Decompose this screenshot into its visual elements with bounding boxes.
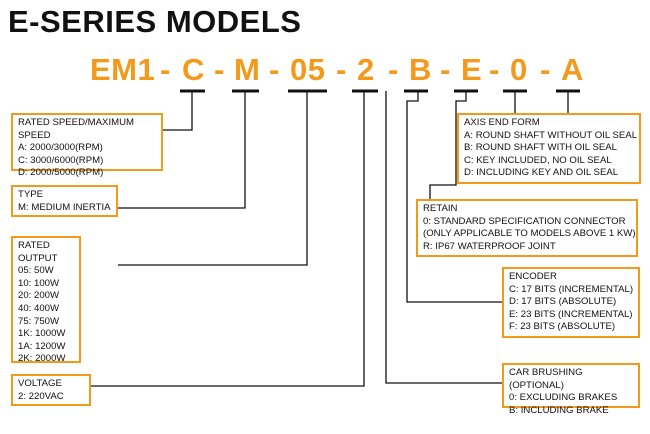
encoder-box: ENCODER C: 17 BITS (INCREMENTAL) D: 17 B… <box>502 267 640 338</box>
encoder-option: D: 17 BITS (ABSOLUTE) <box>509 296 617 308</box>
rated-speed-box: RATED SPEED/MAXIMUM SPEED A: 2000/3000(R… <box>11 113 163 178</box>
axis-end-form-option: A: ROUND SHAFT WITHOUT OIL SEAL <box>464 129 638 141</box>
encoder-title: ENCODER <box>509 271 557 282</box>
type-box: TYPE M: MEDIUM INERTIA <box>11 185 118 217</box>
axis-end-form-title: AXIS END FORM <box>464 117 540 128</box>
rated-output-option: 75: 750W <box>18 315 60 327</box>
axis-end-form-box: AXIS END FORM A: ROUND SHAFT WITHOUT OIL… <box>457 113 641 184</box>
code-segment-speed: C <box>182 52 205 87</box>
rated-speed-option: D: 2000/5000(RPM) <box>18 167 104 179</box>
rated-speed-option: C: 3000/6000(RPM) <box>18 154 104 166</box>
voltage-option: 2: 220VAC <box>18 390 64 402</box>
axis-end-form-option: C: KEY INCLUDED, NO OIL SEAL <box>464 154 612 166</box>
retain-option: 0: STANDARD SPECIFICATION CONNECTOR <box>423 215 626 227</box>
rated-output-option: 20: 200W <box>18 290 60 302</box>
encoder-option: C: 17 BITS (INCREMENTAL) <box>509 283 634 295</box>
code-separator: - <box>336 52 347 87</box>
rated-output-option: 1A: 1200W <box>18 340 66 352</box>
code-segment-output: 05 <box>290 52 326 87</box>
voltage-title: VOLTAGE <box>18 378 62 389</box>
type-title: TYPE <box>18 189 44 200</box>
axis-end-form-option: B: ROUND SHAFT WITH OIL SEAL <box>464 142 617 154</box>
rated-output-box: RATED OUTPUT 05: 50W 10: 100W 20: 200W 4… <box>11 236 81 365</box>
encoder-option: F: 23 BITS (ABSOLUTE) <box>509 321 616 333</box>
rated-output-option: 1K: 1000W <box>18 328 66 340</box>
brake-title: CAR BRUSHING (OPTIONAL) <box>509 367 583 391</box>
page-title: E-SERIES MODELS <box>8 4 302 39</box>
rated-output-option: 05: 50W <box>18 265 54 277</box>
code-segment-retain: 0 <box>510 52 528 87</box>
retain-title: RETAIN <box>423 203 458 214</box>
retain-box: RETAIN 0: STANDARD SPECIFICATION CONNECT… <box>416 199 638 257</box>
code-separator: - <box>540 52 551 87</box>
brake-option: 0: EXCLUDING BRAKES <box>509 392 618 404</box>
encoder-option: E: 23 BITS (INCREMENTAL) <box>509 308 633 320</box>
code-segment-axis: A <box>561 52 584 87</box>
code-segment-encoder: E <box>461 52 483 87</box>
rated-speed-option: A: 2000/3000(RPM) <box>18 142 103 154</box>
retain-option: R: IP67 WATERPROOF JOINT <box>423 240 556 252</box>
code-separator: - <box>214 52 225 87</box>
brake-option: B: INCLUDING BRAKE <box>509 404 609 416</box>
retain-option: (ONLY APPLICABLE TO MODELS ABOVE 1 KW) <box>423 228 636 240</box>
code-separator: - <box>160 52 171 87</box>
rated-output-title: RATED OUTPUT <box>18 240 58 264</box>
code-segment-brake: B <box>409 52 432 87</box>
code-separator: - <box>440 52 451 87</box>
rated-output-option: 10: 100W <box>18 277 60 289</box>
voltage-box: VOLTAGE 2: 220VAC <box>11 374 91 406</box>
rated-output-option: 40: 400W <box>18 302 60 314</box>
axis-end-form-option: D: INCLUDING KEY AND OIL SEAL <box>464 167 619 179</box>
code-separator: - <box>269 52 280 87</box>
type-option: M: MEDIUM INERTIA <box>18 201 111 213</box>
brake-box: CAR BRUSHING (OPTIONAL) 0: EXCLUDING BRA… <box>502 363 640 416</box>
code-segment-voltage: 2 <box>357 52 375 87</box>
code-segment-type: M <box>234 52 261 87</box>
code-segment-series: EM1 <box>90 52 156 87</box>
rated-speed-title: RATED SPEED/MAXIMUM SPEED <box>18 117 135 141</box>
code-separator: - <box>489 52 500 87</box>
code-separator: - <box>388 52 399 87</box>
rated-output-option: 2K: 2000W <box>18 353 66 365</box>
